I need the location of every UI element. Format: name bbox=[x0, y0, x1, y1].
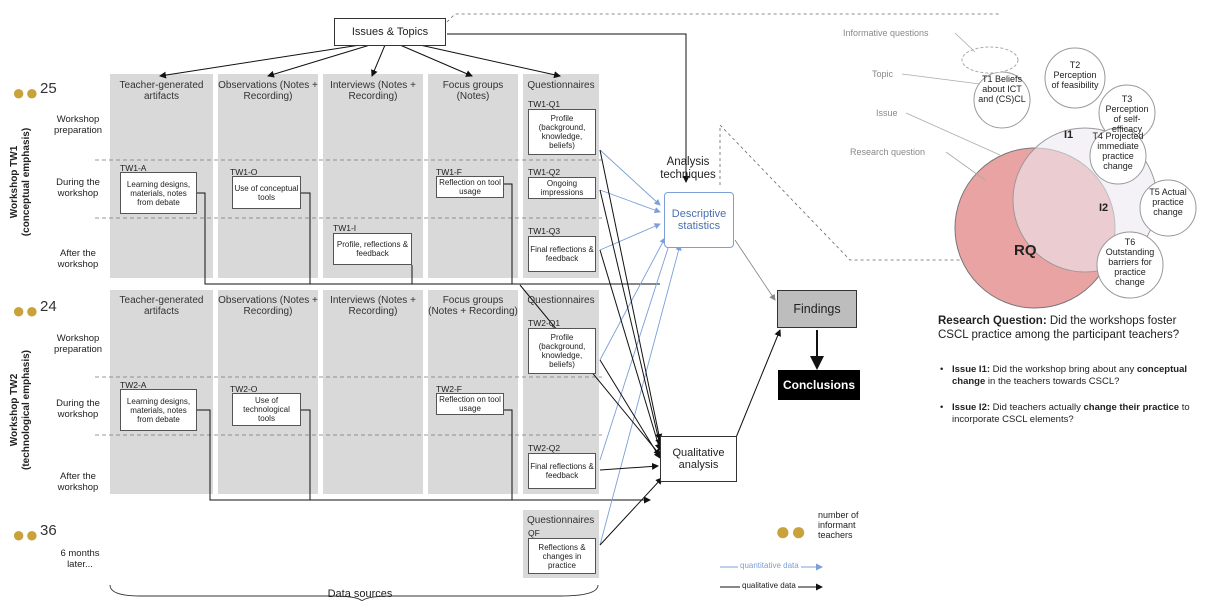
i1-lead: Issue I1: bbox=[952, 364, 991, 375]
issue-i2-text: • Issue I2: Did teachers actually change… bbox=[940, 402, 1190, 425]
column-focus-groups-tw2 bbox=[428, 290, 518, 494]
i2-pre: Did teachers actually bbox=[990, 402, 1084, 413]
tw2-o-box: Use of technological tools bbox=[232, 393, 301, 426]
row-during-tw2: During the workshop bbox=[56, 398, 100, 420]
label-informative-questions: Informative questions bbox=[843, 28, 929, 38]
tw1-header-observations: Observations (Notes + Recording) bbox=[218, 80, 318, 102]
issue-i2-label: I2 bbox=[1099, 202, 1109, 214]
tw2-label: Workshop TW2(technological emphasis) bbox=[9, 349, 32, 471]
tw1-q1-code: TW1-Q1 bbox=[528, 99, 561, 109]
tw2-count: 24 bbox=[40, 298, 57, 315]
issue-i1-text: • Issue I1: Did the workshop bring about… bbox=[940, 364, 1187, 387]
rq-question: Did the workshops foster CSCL practice a… bbox=[938, 315, 1180, 341]
label-issue: Issue bbox=[876, 108, 898, 118]
label-topic: Topic bbox=[872, 69, 894, 79]
teachers-icon: ●● bbox=[12, 80, 39, 105]
tw2-q1-box: Profile (background, knowledge, beliefs) bbox=[528, 328, 596, 374]
tw2-header-observations: Observations (Notes + Recording) bbox=[218, 295, 318, 317]
row-after-tw2: After the workshop bbox=[57, 471, 99, 493]
column-observations-tw2 bbox=[218, 290, 318, 494]
qf-count: 36 bbox=[40, 522, 57, 539]
tw2-header-interviews: Interviews (Notes + Recording) bbox=[330, 295, 416, 317]
issue-i1-label: I1 bbox=[1064, 129, 1074, 141]
legend-qualitative: qualitative data bbox=[740, 581, 798, 591]
tw2-f-code: TW2-F bbox=[436, 384, 462, 394]
topic-t1: T1 Beliefs about ICT and (CS)CL bbox=[978, 74, 1026, 104]
topic-t2: T2 Perception of feasibility bbox=[1051, 60, 1099, 90]
tw1-label: Workshop TW1(conceptual emphasis) bbox=[9, 127, 32, 237]
rq-lead: Research Question: bbox=[938, 315, 1047, 327]
tw2-f-box: Reflection on tool usage bbox=[436, 393, 504, 415]
i1-pre: Did the workshop bring about any bbox=[990, 364, 1137, 375]
row-later: 6 months later... bbox=[60, 548, 100, 570]
tw1-header-interviews: Interviews (Notes + Recording) bbox=[330, 80, 416, 102]
row-prep-tw2: Workshop preparation bbox=[53, 333, 103, 355]
findings-box: Findings bbox=[777, 290, 857, 328]
topic-t3: T3 Perception of self-efficacy bbox=[1105, 94, 1149, 134]
descriptive-statistics-box: Descriptive statistics bbox=[664, 192, 734, 248]
qf-box: Reflections & changes in practice bbox=[528, 538, 596, 574]
tw1-header-focus: Focus groups (Notes) bbox=[442, 80, 504, 102]
i2-bold: change their practice bbox=[1083, 402, 1180, 413]
tw1-f-code: TW1-F bbox=[436, 167, 462, 177]
tw2-q1-code: TW2-Q1 bbox=[528, 318, 561, 328]
qf-code: QF bbox=[528, 528, 540, 538]
tw1-q2-box: Ongoing impressions bbox=[528, 177, 596, 199]
row-during-tw1: During the workshop bbox=[56, 177, 100, 199]
teachers-icon: ●● bbox=[12, 298, 39, 323]
tw2-q2-code: TW2-Q2 bbox=[528, 443, 561, 453]
tw1-q3-box: Final reflections & feedback bbox=[528, 236, 596, 272]
tw2-header-focus: Focus groups (Notes + Recording) bbox=[428, 295, 518, 317]
tw2-o-code: TW2-O bbox=[230, 384, 258, 394]
tw2-q2-box: Final reflections & feedback bbox=[528, 453, 596, 489]
qualitative-analysis-box: Qualitative analysis bbox=[660, 436, 737, 482]
i2-lead: Issue I2: bbox=[952, 402, 991, 413]
tw1-o-box: Use of conceptual tools bbox=[232, 176, 301, 209]
i2-post: to incorporate CSCL elements? bbox=[952, 402, 1190, 425]
tw1-q2-code: TW1-Q2 bbox=[528, 167, 561, 177]
column-interviews-tw2 bbox=[323, 290, 423, 494]
legend-teachers-icon: ●● bbox=[775, 516, 807, 546]
tw2-header-teacher: Teacher-generated artifacts bbox=[119, 295, 204, 317]
data-sources-brace bbox=[109, 584, 599, 601]
tw1-o-code: TW1-O bbox=[230, 167, 258, 177]
label-research-question: Research question bbox=[850, 147, 926, 157]
tw1-header-questionnaires: Questionnaires bbox=[527, 80, 595, 91]
tw2-a-code: TW2-A bbox=[120, 380, 147, 390]
conclusions-box: Conclusions bbox=[778, 370, 860, 400]
legend-informants: number of informant teachers bbox=[818, 510, 859, 540]
row-after-tw1: After the workshop bbox=[57, 248, 99, 270]
tw2-header-questionnaires: Questionnaires bbox=[527, 295, 595, 306]
qf-header: Questionnaires bbox=[527, 515, 595, 526]
topic-t6: T6 Outstanding barriers for practice cha… bbox=[1105, 237, 1155, 287]
i1-bold: conceptual change bbox=[952, 364, 1187, 387]
rq-label: RQ bbox=[1014, 242, 1037, 259]
issues-topics-box: Issues & Topics bbox=[334, 18, 446, 46]
i1-post: in the teachers towards CSCL? bbox=[985, 375, 1120, 387]
research-question-text: Research Question: Did the workshops fos… bbox=[938, 314, 1188, 342]
tw1-header-teacher: Teacher-generated artifacts bbox=[119, 80, 204, 102]
data-sources-label: Data sources bbox=[327, 588, 393, 600]
tw1-a-box: Learning designs, materials, notes from … bbox=[120, 172, 197, 214]
tw1-f-box: Reflection on tool usage bbox=[436, 176, 504, 198]
teachers-icon: ●● bbox=[12, 522, 39, 547]
tw1-q3-code: TW1-Q3 bbox=[528, 226, 561, 236]
analysis-techniques-title: Analysis techniques bbox=[660, 156, 716, 181]
tw1-a-code: TW1-A bbox=[120, 163, 147, 173]
topic-t5: T5 Actual practice change bbox=[1149, 187, 1187, 217]
legend-quantitative: quantitative data bbox=[738, 561, 801, 571]
tw2-a-box: Learning designs, materials, notes from … bbox=[120, 389, 197, 431]
tw1-i-box: Profile, reflections & feedback bbox=[333, 233, 412, 265]
tw1-q1-box: Profile (background, knowledge, beliefs) bbox=[528, 109, 596, 155]
model-circles bbox=[954, 46, 1197, 309]
topic-t4: T4 Projected immediate practice change bbox=[1092, 131, 1144, 171]
tw1-count: 25 bbox=[40, 80, 57, 97]
tw1-i-code: TW1-I bbox=[333, 223, 357, 233]
row-prep-tw1: Workshop preparation bbox=[53, 114, 103, 136]
